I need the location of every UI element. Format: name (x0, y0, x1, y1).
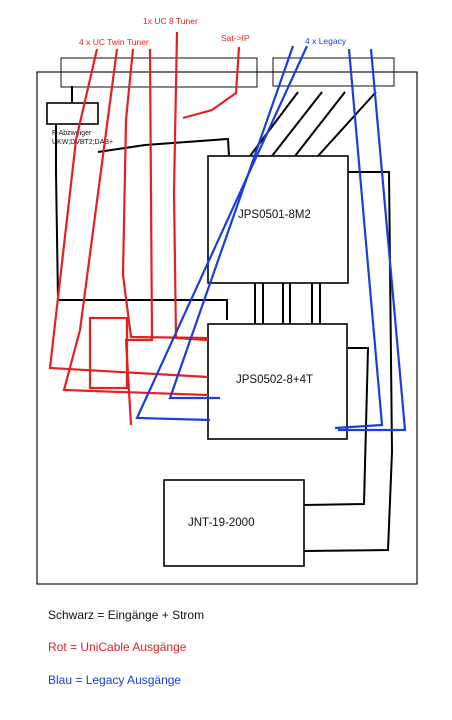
blue-wire-legacy-2 (135, 45, 309, 422)
legend-black: Schwarz = Eingänge + Strom (48, 608, 205, 622)
splitter-box (46, 102, 99, 125)
red-wire-twin-3 (121, 48, 209, 340)
blue-wire-legacy-1 (168, 45, 295, 400)
black-wire-power-1 (303, 171, 394, 552)
jps0501-box (207, 155, 349, 284)
red-wires (48, 31, 241, 426)
blue-wires (135, 45, 407, 432)
jnt-label: JNT-19-2000 (188, 517, 254, 529)
red-wire-twin-4 (124, 48, 154, 426)
blue-wire-legacy-4 (338, 48, 407, 432)
red-wire-twin-2 (62, 48, 209, 397)
black-wire-splitter-down (55, 124, 228, 320)
black-wire-legacy-feed-2 (271, 91, 323, 157)
legacy-connector-strip (272, 57, 395, 87)
splitter-label: F-Abzweiger (52, 130, 92, 137)
unicable-connector-strip (60, 57, 258, 88)
red-wire-sat-ip (182, 46, 241, 120)
label-sat-ip: Sat->IP (221, 33, 250, 43)
label-uc-twin-tuner: 4 x UC Twin Tuner (79, 37, 149, 47)
red-wire-uc8 (172, 31, 209, 342)
label-legacy: 4 x Legacy (305, 36, 347, 46)
jps0501-label: JPS0501-8M2 (238, 209, 311, 221)
legend-blue: Blau = Legacy Ausgänge (48, 673, 182, 687)
black-wire-legacy-feed-4 (317, 91, 377, 157)
jps0502-box (207, 323, 348, 440)
red-junction-box (88, 316, 129, 390)
label-uc8-tuner: 1x UC 8 Tuner (143, 16, 198, 26)
enclosure-box (36, 71, 418, 585)
blue-wire-legacy-3 (334, 48, 384, 430)
legend-red: Rot = UniCable Ausgänge (48, 640, 187, 654)
black-wire-splitter-jps0501 (97, 137, 230, 157)
jps0502-label: JPS0502-8+4T (236, 374, 313, 386)
jnt-box (163, 479, 305, 567)
splitter-label-bands: UKW;DVBT2;DAB+ (52, 139, 113, 146)
black-wire-legacy-feed-3 (294, 91, 346, 157)
